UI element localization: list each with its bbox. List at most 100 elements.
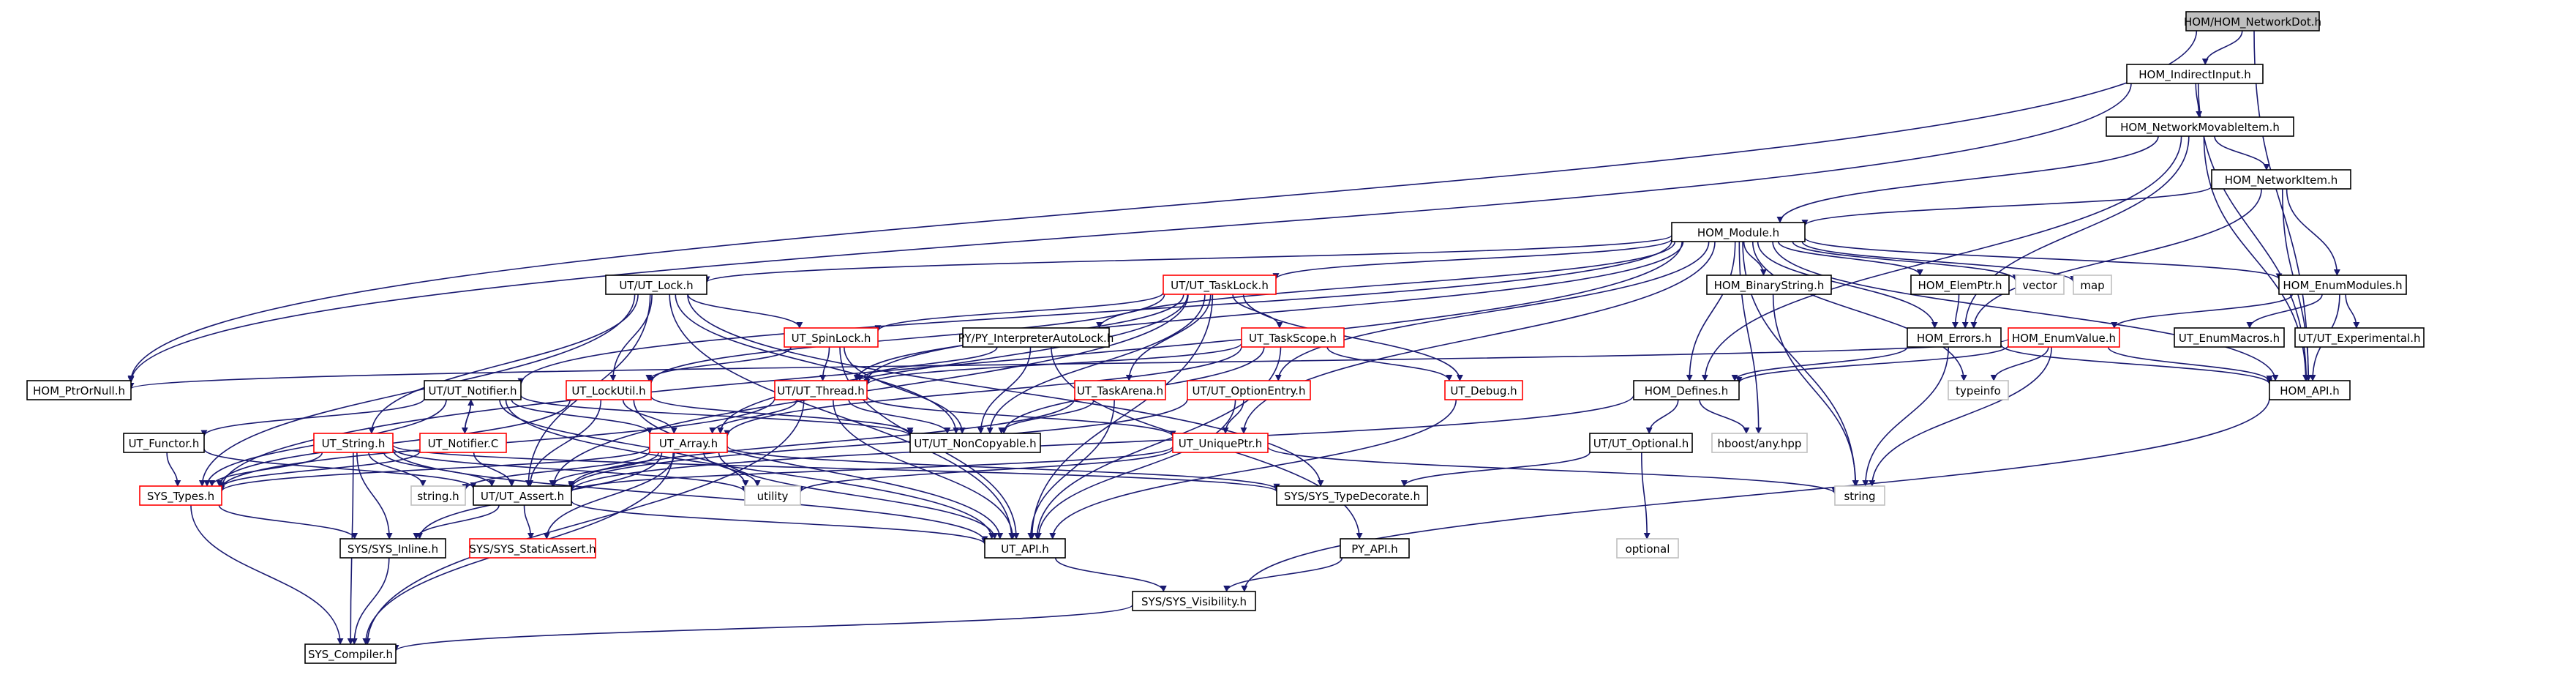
node-uniqueptr-box bbox=[1172, 433, 1269, 453]
node-ut_api[interactable]: UT_API.h bbox=[984, 538, 1066, 559]
edge-ut_assert-to-staticassert bbox=[523, 504, 534, 540]
node-binarystring[interactable]: HOM_BinaryString.h bbox=[1706, 275, 1832, 295]
node-ut_thread[interactable]: UT/UT_Thread.h bbox=[774, 380, 868, 400]
node-experimental[interactable]: UT/UT_Experimental.h bbox=[2294, 327, 2425, 348]
node-ptrornull[interactable]: HOM_PtrOrNull.h bbox=[26, 380, 132, 400]
edge-ut_lock-to-noncopyable bbox=[675, 294, 960, 434]
node-notifier_c[interactable]: UT_Notifier.C bbox=[419, 433, 507, 453]
node-visibility[interactable]: SYS/SYS_Visibility.h bbox=[1132, 591, 1256, 611]
node-ut_optional[interactable]: UT/UT_Optional.h bbox=[1589, 433, 1693, 453]
node-hom_api-label: HOM_API.h bbox=[2280, 384, 2340, 398]
node-indirectinput[interactable]: HOM_IndirectInput.h bbox=[2126, 64, 2264, 84]
node-typedecorate-label: SYS/SYS_TypeDecorate.h bbox=[1284, 490, 1420, 504]
node-sys_inline[interactable]: SYS/SYS_Inline.h bbox=[339, 538, 446, 559]
node-noncopyable[interactable]: UT/UT_NonCopyable.h bbox=[909, 433, 1041, 453]
node-hom_api-box bbox=[2269, 380, 2351, 400]
edge-lockutil-to-ut_assert bbox=[527, 399, 602, 487]
node-networkitem[interactable]: HOM_NetworkItem.h bbox=[2211, 169, 2351, 190]
edge-lockutil-to-sys_types bbox=[216, 399, 571, 487]
node-hom_errors-box bbox=[1907, 327, 2002, 348]
node-ut_assert[interactable]: UT/UT_Assert.h bbox=[473, 485, 572, 506]
node-networkitem-label: HOM_NetworkItem.h bbox=[2225, 173, 2338, 187]
node-enumvalue-box bbox=[2008, 327, 2120, 348]
node-string-label: string bbox=[1844, 490, 1875, 503]
edge-indirectinput-to-networkmovable bbox=[2195, 83, 2203, 118]
node-hom_api[interactable]: HOM_API.h bbox=[2269, 380, 2351, 400]
node-ut_lock-box bbox=[605, 275, 707, 295]
node-indirectinput-box bbox=[2126, 64, 2264, 84]
node-typedecorate[interactable]: SYS/SYS_TypeDecorate.h bbox=[1276, 485, 1428, 506]
edge-visibility-to-sys_compiler bbox=[392, 604, 1133, 652]
node-interpreterlock-label: PY/PY_InterpreterAutoLock.h bbox=[958, 332, 1114, 346]
node-utility: utility bbox=[744, 485, 801, 506]
node-ut_tasklock[interactable]: UT/UT_TaskLock.h bbox=[1163, 275, 1277, 295]
node-ptrornull-box bbox=[26, 380, 132, 400]
edge-optionentry-to-ut_assert bbox=[568, 399, 1188, 490]
node-staticassert[interactable]: SYS/SYS_StaticAssert.h bbox=[469, 538, 596, 559]
edge-py_api-to-visibility bbox=[1223, 557, 1343, 592]
node-networkmovable[interactable]: HOM_NetworkMovableItem.h bbox=[2106, 116, 2294, 137]
edge-notifier-to-ut_api bbox=[505, 399, 996, 540]
edge-ut_thread-to-sys_compiler bbox=[364, 399, 805, 645]
edge-ut_string-to-ut_api bbox=[392, 449, 988, 543]
node-sys_types[interactable]: SYS_Types.h bbox=[139, 485, 222, 506]
node-taskarena-box bbox=[1074, 380, 1166, 400]
node-string-box bbox=[1834, 485, 1885, 506]
node-ut_debug[interactable]: UT_Debug.h bbox=[1444, 380, 1523, 400]
edge-networkitem-to-module bbox=[1801, 185, 2212, 227]
node-hom_defines[interactable]: HOM_Defines.h bbox=[1633, 380, 1740, 400]
edge-ut_tasklock-to-taskarena bbox=[1125, 294, 1212, 381]
edge-module-to-hom_api bbox=[1772, 241, 2279, 381]
edge-lockutil-to-ut_array bbox=[622, 399, 677, 434]
edge-hom_errors-to-hom_defines bbox=[1731, 346, 1908, 381]
edge-functor-to-sys_types bbox=[166, 452, 181, 487]
edge-ut_array-to-string_h bbox=[462, 450, 650, 491]
node-interpreterlock-box bbox=[962, 327, 1110, 348]
node-uniqueptr[interactable]: UT_UniquePtr.h bbox=[1172, 433, 1269, 453]
node-typedecorate-box bbox=[1276, 485, 1428, 506]
node-taskarena[interactable]: UT_TaskArena.h bbox=[1074, 380, 1166, 400]
node-ut_taskscope[interactable]: UT_TaskScope.h bbox=[1241, 327, 1345, 348]
node-noncopyable-box bbox=[909, 433, 1041, 453]
node-ut_spinlock[interactable]: UT_SpinLock.h bbox=[784, 327, 879, 348]
node-enummodules[interactable]: HOM_EnumModules.h bbox=[2278, 275, 2407, 295]
node-noncopyable-label: UT/UT_NonCopyable.h bbox=[914, 437, 1036, 451]
node-lockutil-label: UT_LockUtil.h bbox=[571, 384, 645, 398]
node-interpreterlock[interactable]: PY/PY_InterpreterAutoLock.h bbox=[958, 327, 1114, 348]
node-module-box bbox=[1671, 222, 1806, 242]
node-enummodules-box bbox=[2278, 275, 2407, 295]
node-notifier[interactable]: UT/UT_Notifier.h bbox=[424, 380, 522, 400]
node-notifier-box bbox=[424, 380, 522, 400]
node-networkdot-label: HOM/HOM_NetworkDot.h bbox=[2184, 15, 2321, 29]
node-lockutil[interactable]: UT_LockUtil.h bbox=[566, 380, 652, 400]
edges-layer bbox=[127, 30, 2360, 652]
edge-enumvalue-to-hom_api bbox=[2107, 346, 2273, 383]
node-uniqueptr-label: UT_UniquePtr.h bbox=[1179, 437, 1263, 451]
node-ut_string[interactable]: UT_String.h bbox=[313, 433, 394, 453]
node-enummodules-label: HOM_EnumModules.h bbox=[2283, 279, 2402, 293]
node-ut_string-label: UT_String.h bbox=[322, 437, 386, 451]
node-enumvalue[interactable]: HOM_EnumValue.h bbox=[2008, 327, 2120, 348]
edge-ut_string-to-sys_inline bbox=[356, 452, 393, 540]
edge-optionentry-to-uniqueptr bbox=[1222, 399, 1244, 434]
edge-ut_array-to-typedecorate bbox=[726, 445, 1280, 490]
node-hom_errors[interactable]: HOM_Errors.h bbox=[1907, 327, 2002, 348]
node-ut_array[interactable]: UT_Array.h bbox=[649, 433, 728, 453]
edge-ut_string-to-sys_types bbox=[209, 452, 323, 487]
edge-module-to-anyhpp bbox=[1738, 241, 1762, 434]
node-functor[interactable]: UT_Functor.h bbox=[123, 433, 205, 453]
node-visibility-label: SYS/SYS_Visibility.h bbox=[1141, 595, 1247, 609]
node-sys_compiler[interactable]: SYS_Compiler.h bbox=[304, 643, 397, 664]
node-py_api[interactable]: PY_API.h bbox=[1340, 538, 1410, 559]
node-binarystring-label: HOM_BinaryString.h bbox=[1714, 279, 1825, 293]
edge-ut_spinlock-to-lockutil bbox=[645, 346, 792, 381]
node-module[interactable]: HOM_Module.h bbox=[1671, 222, 1806, 242]
node-enummacros[interactable]: UT_EnumMacros.h bbox=[2174, 327, 2285, 348]
node-optionentry[interactable]: UT/UT_OptionEntry.h bbox=[1187, 380, 1311, 400]
node-ut_lock[interactable]: UT/UT_Lock.h bbox=[605, 275, 707, 295]
node-elemptr[interactable]: HOM_ElemPtr.h bbox=[1910, 275, 2010, 295]
node-string_h-label: string.h bbox=[417, 490, 459, 503]
node-networkitem-box bbox=[2211, 169, 2351, 190]
edge-ut_api-to-visibility bbox=[1054, 557, 1167, 592]
